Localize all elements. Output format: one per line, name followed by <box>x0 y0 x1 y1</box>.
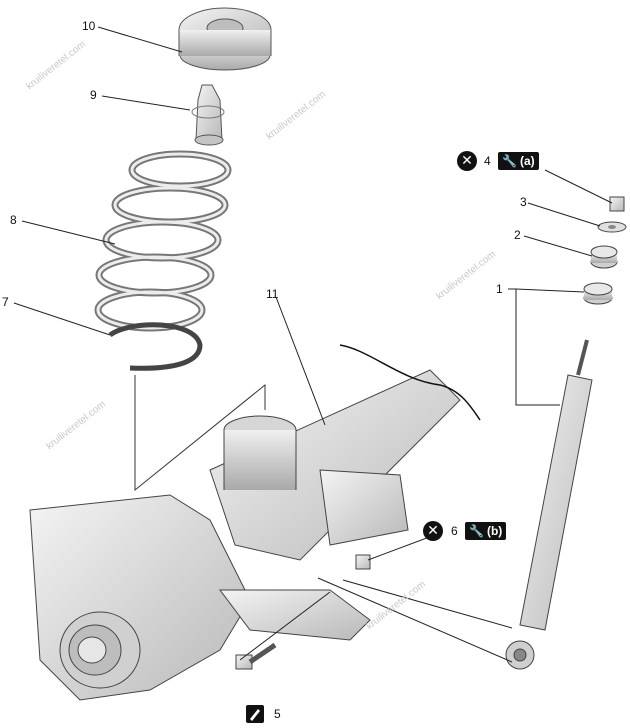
nut-4 <box>609 196 625 212</box>
leader-spring-axle <box>134 375 266 492</box>
trailing-arm <box>219 589 371 641</box>
brush-icon <box>246 705 264 723</box>
torque-badge-b: 🔧 (b) <box>465 522 507 540</box>
bolt-5 <box>235 642 277 670</box>
torque-label-b: (b) <box>486 524 503 538</box>
callout-6: 6 <box>451 524 458 538</box>
bushing-1 <box>583 282 613 305</box>
upper-spring-seat <box>178 7 272 71</box>
bump-stop <box>191 84 225 146</box>
callout-2: 2 <box>514 228 521 242</box>
callout-1: 1 <box>496 282 503 296</box>
washer-3 <box>597 221 627 233</box>
callout-8: 8 <box>10 213 17 227</box>
x-circle-icon: ✕ <box>423 521 443 541</box>
leader-lines <box>13 26 613 663</box>
callout-10: 10 <box>82 19 96 33</box>
callout-7: 7 <box>2 295 9 309</box>
callout-4: 4 <box>484 154 491 168</box>
wrench-icon: 🔧 <box>502 154 517 168</box>
x-circle-icon: ✕ <box>457 151 477 171</box>
coil-spring-highlight <box>96 152 230 330</box>
nut-6 <box>355 554 371 570</box>
callout-5: 5 <box>274 707 281 721</box>
axle-beam <box>209 344 481 561</box>
coil-spring <box>94 150 232 332</box>
lower-spring-seat <box>108 322 203 371</box>
torque-label-a: (a) <box>519 154 535 168</box>
callout-3: 3 <box>520 195 527 209</box>
wheel-hub <box>29 494 251 701</box>
shock-absorber <box>505 339 593 670</box>
bushing-2 <box>590 245 618 269</box>
wrench-icon: 🔧 <box>469 524 484 538</box>
callout-9: 9 <box>90 88 97 102</box>
callout-11: 11 <box>266 287 279 301</box>
torque-badge-a: 🔧 (a) <box>498 152 539 170</box>
